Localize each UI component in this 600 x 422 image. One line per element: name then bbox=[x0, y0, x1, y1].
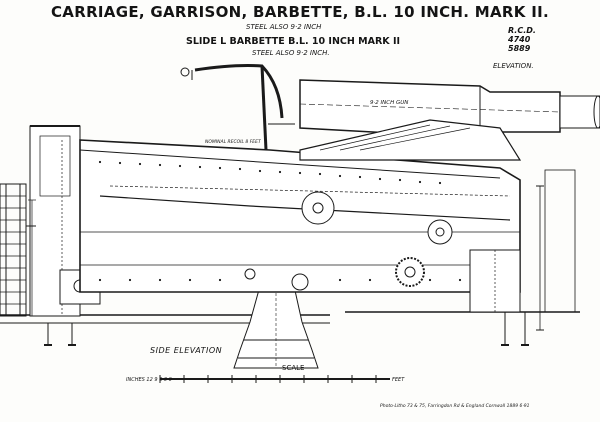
elevation-label: ELEVATION. bbox=[493, 62, 534, 70]
title-subtitle: STEEL ALSO 9·2 INCH bbox=[246, 23, 322, 31]
scale-label: SCALE bbox=[282, 364, 305, 372]
scale-inches-label: INCHES 12 9 6 3 0 bbox=[126, 377, 172, 383]
scale-bar bbox=[159, 375, 390, 383]
printer-credit: Photo-Litho 73 & 75, Farringdon Rd & Eng… bbox=[380, 404, 530, 409]
staircase bbox=[0, 183, 27, 317]
front-support bbox=[469, 169, 576, 331]
crane bbox=[180, 64, 295, 151]
recoil-label: NOMINAL RECOIL 8 FEET bbox=[205, 140, 261, 145]
slide-frame bbox=[79, 139, 521, 293]
dimension-line bbox=[28, 199, 36, 316]
scale-feet-label: FEET bbox=[392, 377, 405, 383]
gears bbox=[244, 191, 453, 291]
cradle bbox=[299, 119, 522, 161]
slide-title: SLIDE L BARBETTE B.L. 10 INCH MARK II bbox=[186, 36, 401, 47]
slide-subtitle: STEEL ALSO 9·2 INCH. bbox=[252, 49, 330, 57]
gun-barrel bbox=[299, 79, 600, 139]
side-elevation-label: SIDE ELEVATION bbox=[150, 346, 223, 355]
pedestal bbox=[233, 267, 319, 369]
drawing-title: CARRIAGE, GARRISON, BARBETTE, B.L. 10 IN… bbox=[51, 3, 549, 21]
rear-platform bbox=[26, 125, 101, 317]
holding-bolts bbox=[44, 312, 529, 346]
rcd-reference: R.C.D. 4740 5889 bbox=[508, 26, 536, 53]
gun-label: 9·2 INCH GUN bbox=[370, 100, 409, 106]
